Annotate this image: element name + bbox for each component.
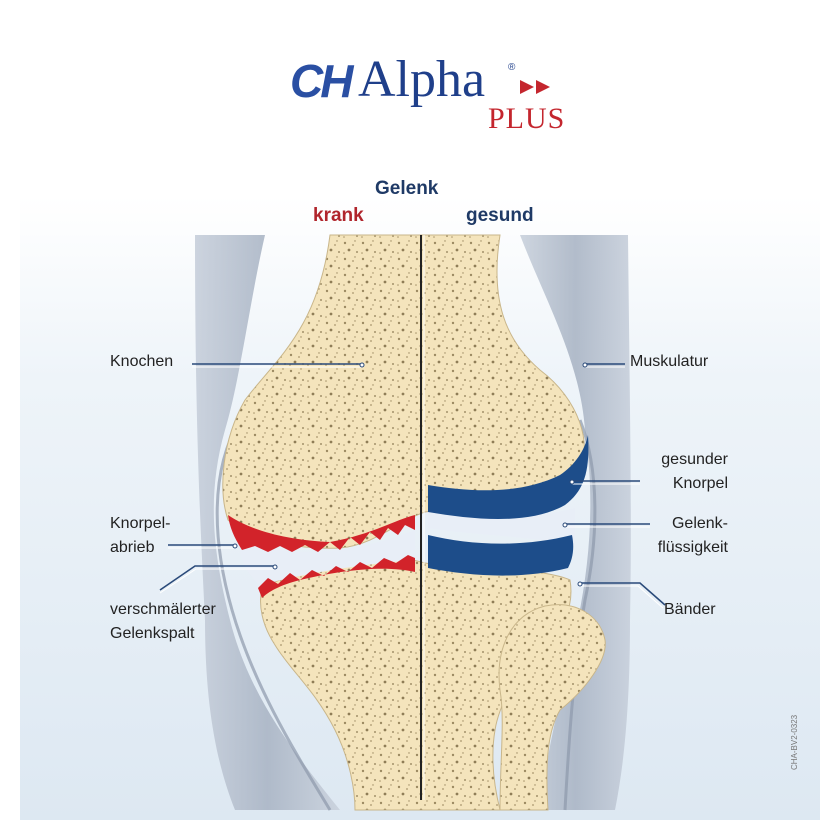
muscle-left bbox=[195, 235, 340, 810]
label-gelenkspalt-1: verschmälerter bbox=[110, 601, 216, 618]
logo: CH Alpha ® PLUS bbox=[270, 50, 570, 140]
logo-ch: CH bbox=[290, 55, 353, 107]
label-gesunder-knorpel-2: Knorpel bbox=[672, 475, 728, 492]
label-knochen: Knochen bbox=[110, 353, 174, 370]
label-knorpelabrieb-1: Knorpel- bbox=[110, 515, 171, 532]
heading-gelenk: Gelenk bbox=[375, 178, 439, 199]
logo-plus: PLUS bbox=[488, 102, 566, 135]
fibula bbox=[498, 604, 606, 811]
document-code: CHA-BV2-0323 bbox=[790, 714, 799, 770]
label-gesunder-knorpel-1: gesunder bbox=[661, 451, 728, 468]
logo-arrows-icon bbox=[520, 80, 550, 94]
cartilage-damaged-lower bbox=[258, 555, 415, 598]
cartilage-healthy-lower bbox=[428, 535, 574, 576]
label-gelenkspalt-2: Gelenkspalt bbox=[110, 625, 195, 642]
logo-alpha: Alpha bbox=[358, 51, 486, 108]
leader-lines bbox=[159, 363, 666, 609]
joint-fluid-healthy bbox=[428, 508, 575, 545]
label-gelenkfluessigkeit-1: Gelenk- bbox=[671, 515, 728, 532]
label-gelenkfluessigkeit-2: flüssigkeit bbox=[657, 539, 728, 556]
label-muskulatur: Muskulatur bbox=[630, 353, 709, 370]
joint-fluid-damaged bbox=[238, 530, 415, 585]
capsule-left bbox=[215, 419, 332, 811]
label-knorpelabrieb-2: abrieb bbox=[110, 539, 155, 556]
heading-gesund: gesund bbox=[466, 205, 534, 226]
cartilage-damaged-upper bbox=[228, 515, 415, 552]
cartilage-healthy-upper bbox=[428, 435, 589, 520]
logo-registered: ® bbox=[508, 62, 516, 73]
muscle-right bbox=[520, 235, 631, 810]
label-baender: Bänder bbox=[664, 601, 716, 618]
capsule-right bbox=[563, 419, 597, 811]
heading-krank: krank bbox=[313, 205, 364, 226]
